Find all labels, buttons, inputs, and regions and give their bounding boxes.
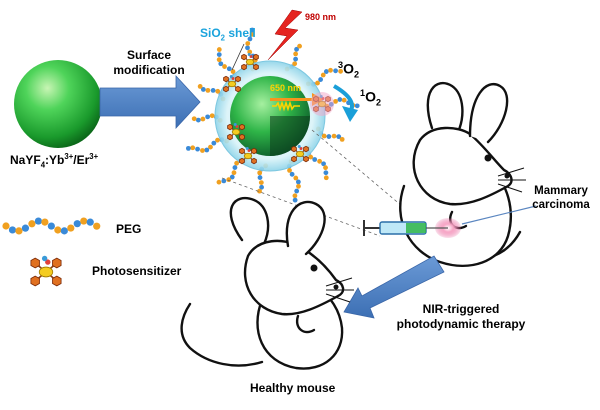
shell-photosensitizer-group	[223, 53, 309, 165]
core-sphere	[14, 60, 102, 148]
shell-photosensitizer	[239, 147, 257, 165]
peg-legend-icon	[2, 217, 101, 235]
sio2-pointer-line	[231, 43, 245, 71]
oxygen-conversion-arrowhead	[342, 106, 358, 122]
shell-photosensitizer	[241, 53, 259, 71]
sio2-shell-label: SiO2 shell	[200, 26, 256, 43]
healthy-mouse-label: Healthy mouse	[250, 381, 336, 395]
nanoparticle-dark-quadrant	[270, 116, 310, 156]
therapy-arrow	[343, 255, 445, 319]
laser-bolt-icon	[267, 9, 303, 61]
photosensitizer-legend-molecule	[30, 255, 62, 287]
tumor-mouse	[399, 81, 522, 267]
surface-modification-label: Surface modification	[113, 48, 185, 77]
healthy-mouse-face	[310, 264, 354, 303]
shell-photosensitizer	[227, 123, 245, 141]
laser-980-label: 980 nm	[305, 12, 337, 22]
tumor-pointer-line	[461, 205, 537, 225]
singlet-oxygen-label: 1O2	[360, 88, 382, 108]
photosensitizer-legend-label: Photosensitizer	[92, 264, 182, 278]
core-formula-label: NaYF4:Yb3+/Er3+	[10, 152, 99, 170]
excited-glow	[310, 92, 334, 116]
emission-650-label: 650 nm	[270, 83, 302, 93]
triplet-oxygen-label: 3O2	[338, 60, 360, 80]
surface-modification-arrow	[99, 74, 201, 130]
peg-legend-label: PEG	[116, 222, 142, 236]
nir-therapy-label: NIR-triggered photodynamic therapy	[396, 302, 526, 331]
shell-photosensitizer	[223, 75, 241, 93]
tumor-mouse-face	[484, 154, 526, 193]
photosensitizer-legend-icon	[30, 255, 62, 287]
mammary-carcinoma-label: Mammary carcinoma	[532, 185, 590, 211]
syringe	[363, 220, 448, 236]
peg-legend-chain	[2, 217, 101, 235]
shell-photosensitizer	[291, 145, 309, 163]
healthy-mouse	[180, 197, 345, 370]
peg-chain	[185, 137, 230, 153]
